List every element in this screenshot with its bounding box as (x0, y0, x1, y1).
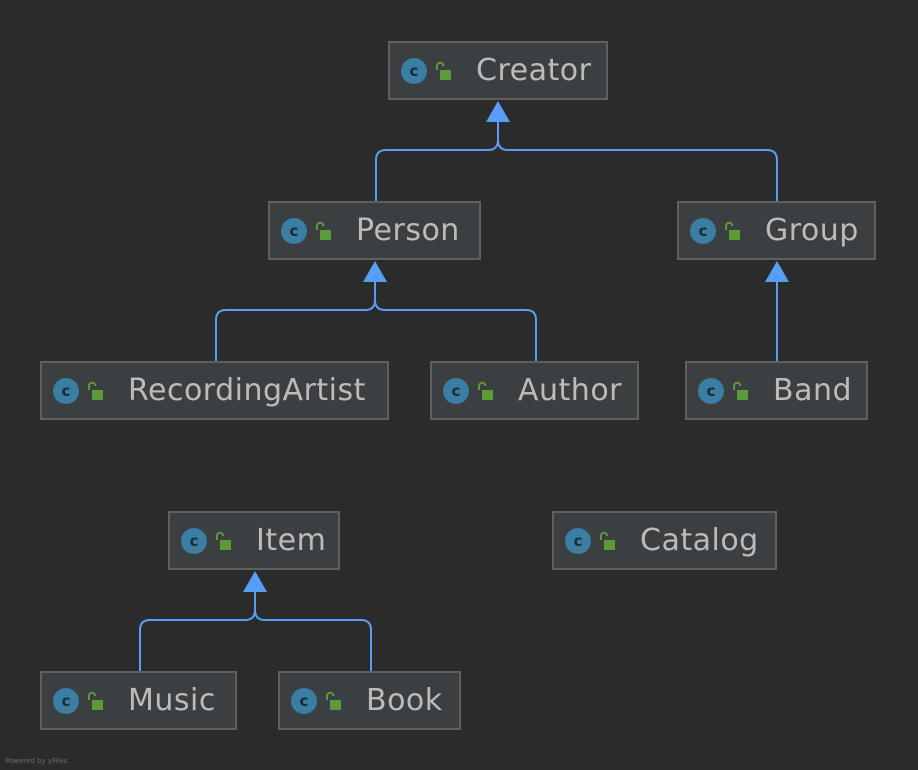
public-lock-icon (214, 531, 232, 551)
class-node-creator[interactable]: c Creator (388, 41, 608, 100)
public-lock-icon (476, 381, 494, 401)
class-icon: c (181, 528, 207, 554)
inheritance-edge-book-to-item[interactable] (254, 592, 372, 671)
public-lock-icon (434, 61, 452, 81)
public-lock-icon (314, 221, 332, 241)
class-icon: c (565, 528, 591, 554)
inheritance-arrowhead-person (363, 261, 387, 282)
inheritance-edge-person-to-creator[interactable] (375, 122, 499, 201)
public-lock-icon (723, 221, 741, 241)
class-name-label: Author (518, 373, 623, 408)
inheritance-arrowhead-creator (486, 101, 510, 122)
inheritance-edge-recording-artist-to-person[interactable] (215, 282, 376, 361)
inheritance-arrowhead-group (765, 261, 789, 282)
class-icon: c (443, 378, 469, 404)
class-icon: c (291, 688, 317, 714)
class-node-music[interactable]: c Music (40, 671, 237, 730)
class-icon: c (401, 58, 427, 84)
class-icon: c (53, 378, 79, 404)
class-name-label: Person (356, 213, 460, 248)
inheritance-edge-music-to-item[interactable] (139, 592, 256, 671)
public-lock-icon (324, 691, 342, 711)
class-node-band[interactable]: c Band (685, 361, 868, 420)
class-node-person[interactable]: c Person (268, 201, 481, 260)
footer-credit: Powered by yFiles (5, 757, 68, 765)
public-lock-icon (86, 381, 104, 401)
inheritance-edge-author-to-person[interactable] (374, 282, 537, 361)
class-node-recording-artist[interactable]: c RecordingArtist (40, 361, 389, 420)
class-name-label: Book (366, 683, 443, 718)
class-name-label: Music (128, 683, 216, 718)
class-icon: c (690, 218, 716, 244)
class-node-catalog[interactable]: c Catalog (552, 511, 777, 570)
class-name-label: Creator (476, 53, 592, 88)
class-name-label: Item (256, 523, 327, 558)
class-name-label: RecordingArtist (128, 373, 366, 408)
class-icon: c (698, 378, 724, 404)
class-node-book[interactable]: c Book (278, 671, 461, 730)
class-icon: c (281, 218, 307, 244)
class-node-author[interactable]: c Author (430, 361, 639, 420)
class-node-group[interactable]: c Group (677, 201, 876, 260)
inheritance-edge-group-to-creator[interactable] (497, 122, 778, 201)
public-lock-icon (86, 691, 104, 711)
class-name-label: Catalog (640, 523, 759, 558)
public-lock-icon (731, 381, 749, 401)
public-lock-icon (598, 531, 616, 551)
class-name-label: Group (765, 213, 859, 248)
class-node-item[interactable]: c Item (168, 511, 340, 570)
class-icon: c (53, 688, 79, 714)
inheritance-arrowhead-item (243, 571, 267, 592)
class-name-label: Band (773, 373, 853, 408)
